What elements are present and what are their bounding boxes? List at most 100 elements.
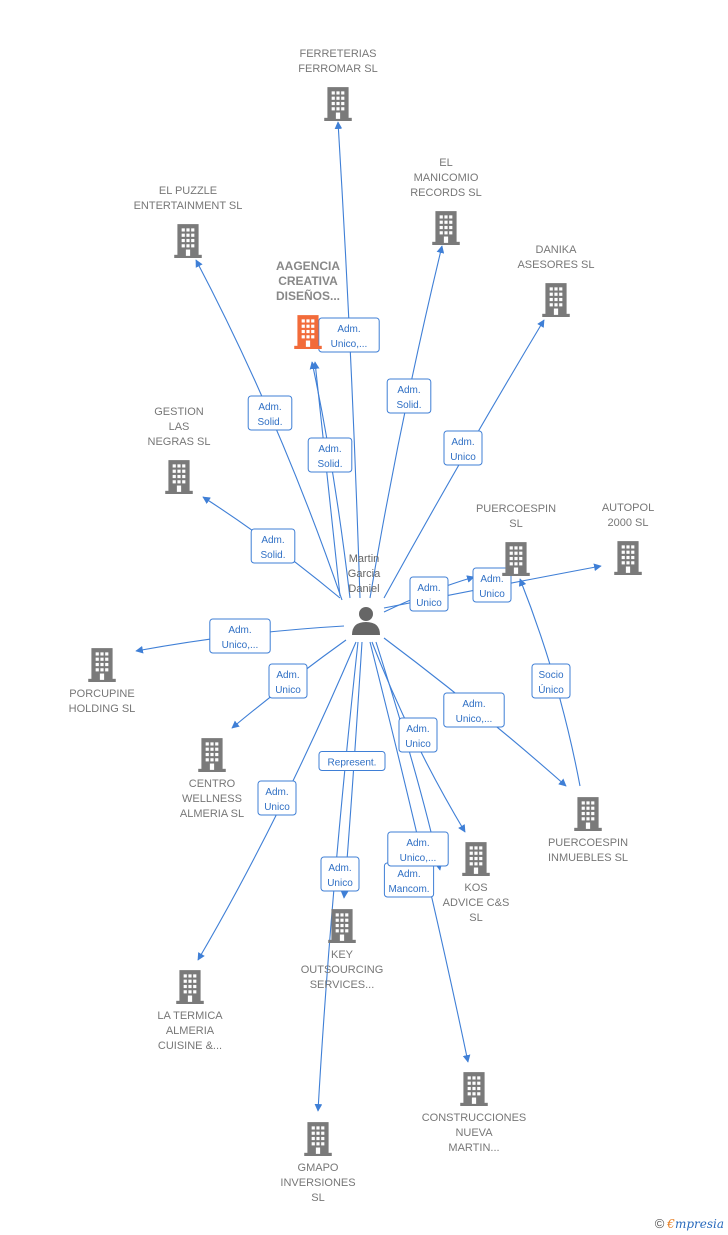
company-name-line: AAGENCIA (276, 259, 340, 273)
company-name-line: MARTIN... (448, 1142, 499, 1154)
edge-label-manicomio[interactable]: Adm. Solid. (386, 378, 432, 414)
edge-label-danika[interactable]: Adm.Unico (443, 430, 483, 466)
edge-label-box (398, 717, 438, 753)
edge-label-text: Adm. (261, 535, 284, 546)
company-node-porcupine[interactable]: PORCUPINE HOLDING SL (69, 648, 136, 715)
brand-logo[interactable]: ©€mpresia (655, 1216, 724, 1231)
edge-label-puzzle[interactable]: Adm. Solid. (247, 395, 293, 431)
company-name-line: GMAPO (298, 1162, 339, 1174)
company-node-construcciones[interactable]: CONSTRUCCIONESNUEVAMARTIN... (422, 1072, 527, 1154)
edge-label-box (257, 780, 297, 816)
company-name-line: ENTERTAINMENT SL (134, 200, 243, 212)
edge-label-construcciones[interactable]: Adm.Unico,... (387, 831, 449, 867)
edge-label-text: Adm. (258, 402, 281, 413)
building-icon (176, 970, 204, 1004)
company-name-line: ALMERIA (166, 1025, 215, 1037)
company-name-line: EL PUZZLE (159, 185, 217, 197)
edge-label-box (250, 528, 296, 564)
building-icon (328, 909, 356, 943)
edge-label-text: Unico (264, 802, 290, 813)
edge-label-latermica[interactable]: Adm. Unico (257, 780, 297, 816)
company-name-line: NUEVA (455, 1127, 493, 1139)
edge-label-text: Adm. (397, 869, 420, 880)
edge-label-porcupine[interactable]: Adm.Unico,... (209, 618, 271, 654)
company-name-line: PUERCOESPIN (548, 837, 628, 849)
company-name-line: FERRETERIAS (299, 48, 376, 60)
building-icon (174, 224, 202, 258)
edge-label-text: Unico (416, 598, 442, 609)
edge-label-puercoinm[interactable]: Adm. Unico,... (443, 692, 505, 728)
edge-label-text: Unico,... (331, 339, 368, 350)
edge-label-text: Unico,... (456, 714, 493, 725)
edge-label-aagencia[interactable]: Adm.Solid. (307, 437, 353, 473)
edge-label-key[interactable]: Represent. (318, 751, 386, 771)
edge-label-text: Unico (405, 739, 431, 750)
edge-label-text: Socio (538, 670, 563, 681)
company-name-line: LA TERMICA (157, 1010, 223, 1022)
edge-label-text: Adm. (265, 787, 288, 798)
edge-label-text: Adm. (397, 385, 420, 396)
edge-label-text: Adm. (328, 863, 351, 874)
edge-label-text: Solid. (396, 400, 421, 411)
company-name-line: NEGRAS SL (148, 436, 211, 448)
building-icon (574, 797, 602, 831)
company-name-line: SL (509, 518, 522, 530)
person-name-line: Garcia (348, 568, 381, 580)
building-icon (198, 738, 226, 772)
edge-label-text: Adm. (451, 437, 474, 448)
edge-label-box (386, 378, 432, 414)
company-node-danika[interactable]: DANIKA ASESORES SL (517, 244, 595, 317)
company-name-line: ASESORES SL (517, 259, 594, 271)
company-node-key[interactable]: KEYOUTSOURCINGSERVICES... (301, 909, 384, 991)
company-name-line: HOLDING SL (69, 703, 136, 715)
company-name-line: GESTION (154, 406, 204, 418)
edge-label-puercoespin[interactable]: Adm.Unico (409, 576, 449, 612)
building-icon (304, 1122, 332, 1156)
company-node-latermica[interactable]: LA TERMICA ALMERIA CUISINE &... (157, 970, 223, 1052)
company-name-line: ADVICE C&S (443, 897, 510, 909)
edge-label-construcciones[interactable]: Adm.Mancom. (383, 862, 435, 898)
edge-person-ferreterias (334, 121, 361, 599)
edge-label-text: Unico,... (400, 853, 437, 864)
company-name-line: SERVICES... (310, 979, 375, 991)
person-name-line: Martin (349, 553, 380, 565)
edge-label-text: Adm. (276, 670, 299, 681)
edge-label-text: Adm. (228, 625, 251, 636)
company-node-aagencia[interactable]: AAGENCIACREATIVADISEÑOS... (276, 259, 340, 349)
edge-label-centro[interactable]: Adm.Unico (268, 663, 308, 699)
edge-label-aagencia[interactable]: Adm.Unico,... (318, 317, 380, 353)
edge-label-kos[interactable]: Adm.Unico (398, 717, 438, 753)
copyright-symbol: © (654, 1216, 665, 1231)
company-name-line: DANIKA (536, 244, 578, 256)
edge-label-text: Solid. (257, 417, 282, 428)
company-name-line: WELLNESS (182, 793, 242, 805)
edge-label-autopol[interactable]: Adm.Unico (472, 567, 512, 603)
company-name-line: CUISINE &... (158, 1040, 222, 1052)
edge-label-text: Solid. (317, 459, 342, 470)
edge-label-text: Adm. (462, 699, 485, 710)
building-icon (502, 542, 530, 576)
edge-label-gestion[interactable]: Adm.Solid. (250, 528, 296, 564)
edge-label-text: Represent. (328, 758, 377, 769)
company-node-puzzle[interactable]: EL PUZZLE ENTERTAINMENT SL (134, 185, 243, 258)
edge-label-box (443, 692, 505, 728)
company-name-line: EL (439, 157, 452, 169)
building-icon (460, 1072, 488, 1106)
edge-label-gmapo[interactable]: Adm.Unico (320, 856, 360, 892)
company-name-line: CENTRO (189, 778, 236, 790)
company-name-line: PORCUPINE (69, 688, 134, 700)
company-name-line: KOS (464, 882, 487, 894)
